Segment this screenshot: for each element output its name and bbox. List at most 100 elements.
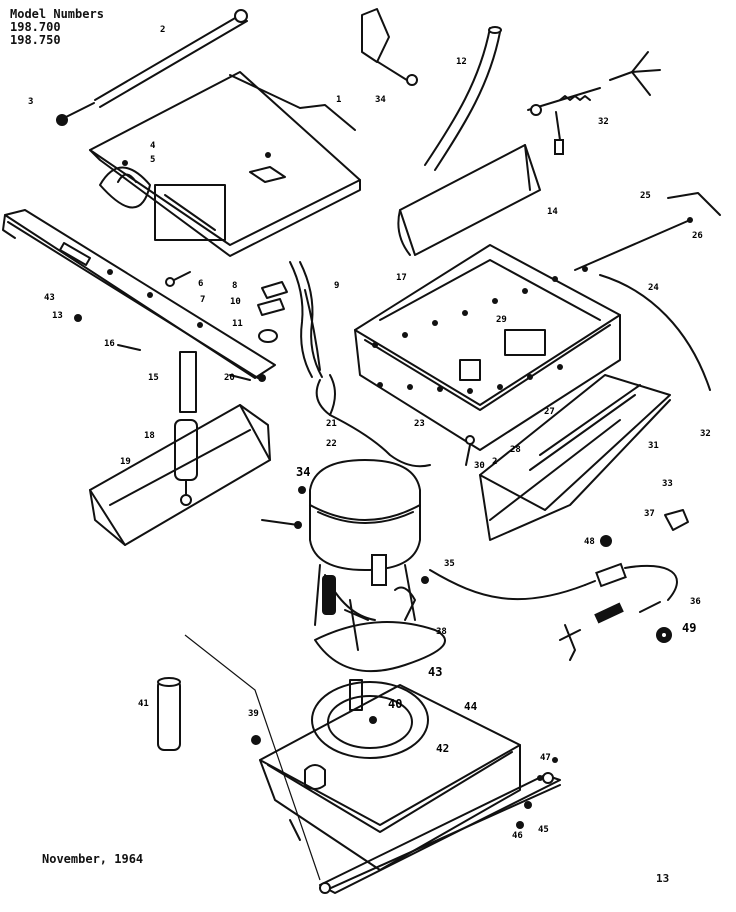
callout-38: 38 — [436, 627, 447, 637]
callout-11: 11 — [232, 319, 243, 329]
callout-30: 30 — [474, 461, 485, 471]
callout-23: 23 — [414, 419, 425, 429]
frame-hole — [402, 332, 408, 338]
callout-19: 19 — [120, 457, 131, 467]
callout-25: 25 — [640, 191, 651, 201]
callout-12: 12 — [456, 57, 467, 67]
corner-guard — [664, 509, 689, 531]
callout-34b: 34 — [296, 465, 310, 479]
callout-22: 22 — [326, 439, 337, 449]
callout-21: 21 — [326, 419, 337, 429]
leader-line — [184, 634, 321, 881]
callout-15: 15 — [148, 373, 159, 383]
callout-8: 8 — [232, 281, 237, 291]
hose — [424, 26, 502, 171]
left-rail — [2, 209, 276, 379]
header-title: Model Numbers — [10, 7, 104, 21]
callout-43a: 43 — [44, 293, 55, 303]
page-number: 13 — [656, 872, 670, 885]
handle-bracket — [361, 8, 418, 86]
callout-2b: 2 — [492, 457, 497, 467]
small-hardware-left — [74, 271, 266, 382]
top-rod — [56, 9, 248, 126]
callout-49: 49 — [682, 621, 696, 635]
callout-13: 13 — [52, 311, 63, 321]
top-plate-assembly — [89, 71, 361, 257]
tubing — [315, 374, 475, 468]
base-rail — [319, 757, 561, 894]
callout-34a: 34 — [375, 95, 386, 105]
callout-39: 39 — [248, 709, 259, 719]
callout-10: 10 — [230, 297, 241, 307]
tray-frame — [354, 244, 621, 451]
callout-27: 27 — [544, 407, 555, 417]
callout-20: 20 — [224, 373, 235, 383]
frame-hole — [407, 384, 413, 390]
callout-16: 16 — [104, 339, 115, 349]
frame-hole — [467, 388, 473, 394]
frame-hole — [437, 386, 443, 392]
callout-41: 41 — [138, 699, 149, 709]
callout-4: 4 — [150, 141, 156, 151]
callout-46: 46 — [512, 831, 523, 841]
callout-18: 18 — [144, 431, 155, 441]
callout-40: 40 — [388, 697, 402, 711]
callout-32b: 32 — [700, 429, 711, 439]
frame-hole — [557, 364, 563, 370]
frame-hole — [432, 320, 438, 326]
compressor — [261, 458, 429, 626]
callout-32a: 32 — [598, 117, 609, 127]
callout-labels: 2 3 1 4 5 34 12 32 14 25 26 24 17 29 6 7… — [28, 25, 711, 841]
frame-hole — [492, 298, 498, 304]
callout-36: 36 — [690, 597, 701, 607]
callout-29: 29 — [496, 315, 507, 325]
frame-hole — [497, 384, 503, 390]
cylinder-post — [174, 351, 198, 506]
callout-42: 42 — [436, 742, 449, 755]
frame-hole — [552, 276, 558, 282]
wire-arc — [599, 274, 711, 391]
model-number-1: 198.700 — [10, 20, 61, 34]
frame-hole — [372, 342, 378, 348]
frame-hole — [377, 382, 383, 388]
callout-45: 45 — [538, 825, 549, 835]
frame-hole — [527, 374, 533, 380]
base-plate — [314, 599, 446, 673]
spring-hinge — [527, 51, 661, 155]
frame-hole — [582, 266, 588, 272]
shelf-bracket — [397, 144, 541, 256]
support-rod — [574, 192, 721, 271]
callout-37: 37 — [644, 509, 655, 519]
base-pan — [251, 679, 521, 871]
model-numbers-header: Model Numbers 198.700 198.750 — [10, 8, 104, 47]
callout-47: 47 — [540, 753, 551, 763]
callout-44: 44 — [464, 700, 478, 713]
callout-43b: 43 — [428, 665, 442, 679]
callout-14: 14 — [547, 207, 558, 217]
callout-1: 1 — [336, 95, 341, 105]
frame-hole — [522, 288, 528, 294]
callout-31: 31 — [648, 441, 659, 451]
lower-left-tray — [89, 404, 271, 546]
side-post — [157, 677, 181, 751]
hinge-brackets — [257, 261, 323, 378]
callout-33: 33 — [662, 479, 673, 489]
drip-tray — [479, 374, 671, 541]
model-number-2: 198.750 — [10, 33, 61, 47]
callout-2a: 2 — [160, 25, 165, 35]
callout-48: 48 — [584, 537, 595, 547]
callout-6: 6 — [198, 279, 203, 289]
power-cord — [429, 535, 678, 661]
callout-28: 28 — [510, 445, 521, 455]
callout-7: 7 — [200, 295, 205, 305]
callout-17: 17 — [396, 273, 407, 283]
callout-35: 35 — [444, 559, 455, 569]
callout-24: 24 — [648, 283, 659, 293]
callout-5: 5 — [150, 155, 155, 165]
callout-3: 3 — [28, 97, 33, 107]
callout-26: 26 — [692, 231, 703, 241]
frame-hole — [462, 310, 468, 316]
document-date: November, 1964 — [42, 852, 144, 866]
callout-9: 9 — [334, 281, 339, 291]
